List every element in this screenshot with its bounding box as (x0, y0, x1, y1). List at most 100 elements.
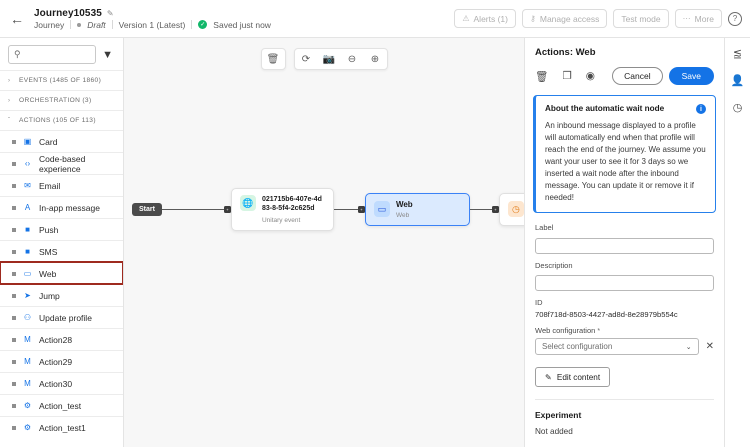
panel-header: Actions: Web 🗑 ❐ ◉ Cancel Save (525, 38, 724, 93)
connector-port[interactable]: + (491, 205, 499, 213)
back-arrow-icon[interactable]: ← (10, 10, 24, 27)
sidebar-item-update-profile[interactable]: ⚇ Update profile (0, 306, 123, 328)
drag-handle-icon[interactable] (12, 337, 16, 342)
sidebar-item-code-based-experience[interactable]: ‹› Code-based experience (0, 152, 123, 174)
gear-action-icon: ⚙ (23, 423, 32, 432)
sidebar-item-action-test[interactable]: ⚙ Action_test (0, 394, 123, 416)
drag-handle-icon[interactable] (12, 271, 16, 276)
info-icon[interactable]: i (696, 104, 706, 114)
search-icon: ⚲ (14, 49, 21, 59)
event-node[interactable]: 🌐 021715b6-407e-4d83-8-5f4-2c625d Unitar… (230, 188, 334, 231)
drag-handle-icon[interactable] (12, 205, 16, 210)
connector-port[interactable]: + (357, 205, 365, 213)
divider (111, 20, 113, 29)
web-configuration-row: Select configuration ⌄ ✕ (535, 338, 714, 355)
info-callout: About the automatic wait node i An inbou… (533, 95, 716, 213)
sidebar-item-web[interactable]: ▭ Web (0, 261, 123, 285)
canvas-toolbar: 🗑 ⟳ 📷 ⊖ ⊕ (124, 48, 524, 70)
alerts-button[interactable]: ⚠ Alerts (1) (454, 9, 516, 28)
preview-eye-icon[interactable]: ◉ (585, 70, 595, 82)
drag-handle-icon[interactable] (12, 249, 16, 254)
status-badge: Draft (87, 19, 106, 30)
drag-handle-icon[interactable] (12, 381, 16, 386)
drag-handle-icon[interactable] (12, 227, 16, 232)
sidebar-item-label: Card (39, 136, 58, 147)
flow-connector[interactable] (333, 208, 358, 211)
page-title: Journey10535 (34, 7, 102, 19)
push-icon: ■ (25, 225, 30, 234)
edit-content-button[interactable]: ✎ Edit content (535, 367, 611, 387)
drag-handle-icon[interactable] (12, 315, 16, 320)
wait-node[interactable]: ◷ Wait Wait (498, 193, 524, 226)
sidebar-item-label: Email (39, 180, 61, 191)
sidebar-search-row: ⚲ ▼ (0, 38, 123, 70)
description-input[interactable] (535, 275, 714, 291)
drag-handle-icon[interactable] (12, 425, 16, 430)
help-icon[interactable]: ? (728, 11, 742, 26)
duplicate-icon[interactable]: ❐ (562, 70, 572, 82)
filter-icon[interactable]: ▼ (102, 48, 113, 61)
sidebar-item-action-test1[interactable]: ⚙ Action_test1 (0, 416, 123, 438)
flow-connector[interactable] (161, 208, 224, 211)
delete-icon[interactable]: 🗑 (535, 70, 549, 83)
sidebar-item-action29[interactable]: M Action29 (0, 350, 123, 372)
pencil-icon[interactable]: ✎ (106, 8, 114, 18)
pencil-icon: ✎ (545, 373, 552, 382)
properties-panel: Actions: Web 🗑 ❐ ◉ Cancel Save About the… (524, 38, 724, 447)
schedule-clock-icon[interactable]: ◷ (732, 102, 743, 114)
edit-content-label: Edit content (556, 372, 601, 382)
drag-handle-icon[interactable] (12, 161, 16, 166)
journey-canvas[interactable]: 🗑 ⟳ 📷 ⊖ ⊕ Start + 🌐 021715b6-407e-4d83-8… (124, 38, 524, 447)
panel-buttons: Cancel Save (612, 67, 714, 85)
search-input[interactable] (24, 49, 91, 60)
in-app-icon: A (24, 203, 31, 212)
sidebar-section-orchestration[interactable]: › ORCHESTRATION (3) (0, 90, 123, 110)
sms-icon: ■ (25, 247, 30, 256)
id-field-label: ID (535, 298, 543, 307)
sidebar-item-card[interactable]: ▣ Card (0, 130, 123, 152)
delete-icon[interactable]: 🗑 (266, 53, 280, 65)
sidebar-item-email[interactable]: ✉ Email (0, 174, 123, 196)
sidebar: ⚲ ▼ › EVENTS (1485 OF 1860) › ORCHESTRAT… (0, 38, 124, 447)
manage-access-button[interactable]: ⚷ Manage access (522, 9, 608, 28)
sidebar-item-label: Code-based experience (39, 153, 86, 174)
sidebar-item-in-app-message[interactable]: A In-app message (0, 196, 123, 218)
card-icon: ▣ (23, 137, 32, 146)
sidebar-item-action30[interactable]: M Action30 (0, 372, 123, 394)
clear-icon[interactable]: ✕ (705, 341, 714, 352)
zoom-in-icon[interactable]: ⊕ (370, 53, 380, 65)
drag-handle-icon[interactable] (12, 183, 16, 188)
start-node[interactable]: Start (132, 202, 162, 216)
test-mode-button[interactable]: Test mode (613, 9, 669, 28)
drag-handle-icon[interactable] (12, 139, 16, 144)
flow-connector[interactable] (469, 208, 492, 211)
auto-layout-icon[interactable]: ⟳ (301, 53, 311, 65)
connector-port[interactable]: + (223, 205, 231, 213)
sidebar-section-events[interactable]: › EVENTS (1485 OF 1860) (0, 70, 123, 90)
drag-handle-icon[interactable] (12, 293, 16, 298)
audience-person-icon[interactable]: 👤 (730, 75, 745, 87)
sidebar-item-jump[interactable]: ➤ Jump (0, 284, 123, 306)
web-configuration-label: Web configuration * (535, 326, 714, 335)
sidebar-item-sms[interactable]: ■ SMS (0, 240, 123, 262)
panel-actions: 🗑 ❐ ◉ Cancel Save (535, 67, 714, 85)
sidebar-section-actions[interactable]: ˇ ACTIONS (105 OF 113) (0, 110, 123, 130)
description-field-label: Description (535, 260, 573, 270)
panel-form: Label Description ID 708f718d-8503-4427-… (525, 213, 724, 400)
search-box[interactable]: ⚲ (8, 45, 97, 64)
screenshot-icon[interactable]: 📷 (322, 53, 336, 65)
sidebar-item-push[interactable]: ■ Push (0, 218, 123, 240)
gear-action-icon: ⚙ (23, 401, 32, 410)
more-button[interactable]: ⋯ More (674, 9, 722, 28)
label-input[interactable] (535, 237, 714, 254)
drag-handle-icon[interactable] (12, 359, 16, 364)
save-button[interactable]: Save (668, 67, 714, 85)
web-node[interactable]: ▭ Web Web (364, 193, 470, 226)
status-dot-icon (77, 22, 82, 27)
drag-handle-icon[interactable] (12, 403, 16, 408)
cancel-button[interactable]: Cancel (612, 67, 663, 85)
zoom-out-icon[interactable]: ⊖ (347, 53, 357, 65)
journey-settings-icon[interactable]: ⪍ (732, 48, 743, 60)
sidebar-item-action28[interactable]: M Action28 (0, 328, 123, 350)
web-configuration-select[interactable]: Select configuration ⌄ (535, 338, 699, 355)
